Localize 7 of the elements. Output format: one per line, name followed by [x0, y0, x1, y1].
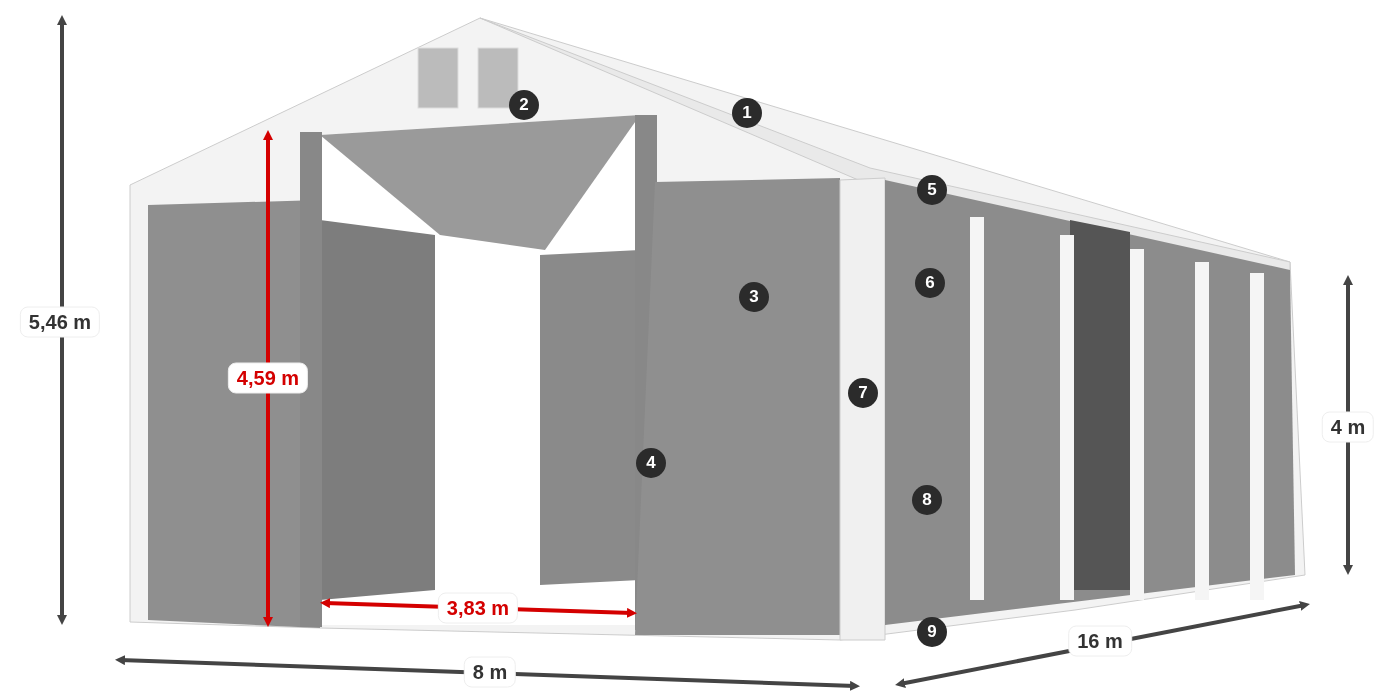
- dimension-label: 8 m: [463, 656, 517, 688]
- dimension-label: 5,46 m: [19, 306, 101, 338]
- dimension-label: 3,83 m: [437, 592, 519, 624]
- dimension-label: 4,59 m: [227, 362, 309, 394]
- callout-number: 9: [917, 617, 947, 647]
- dimension-label: 4 m: [1321, 411, 1375, 443]
- dimension-label: 16 m: [1068, 625, 1132, 657]
